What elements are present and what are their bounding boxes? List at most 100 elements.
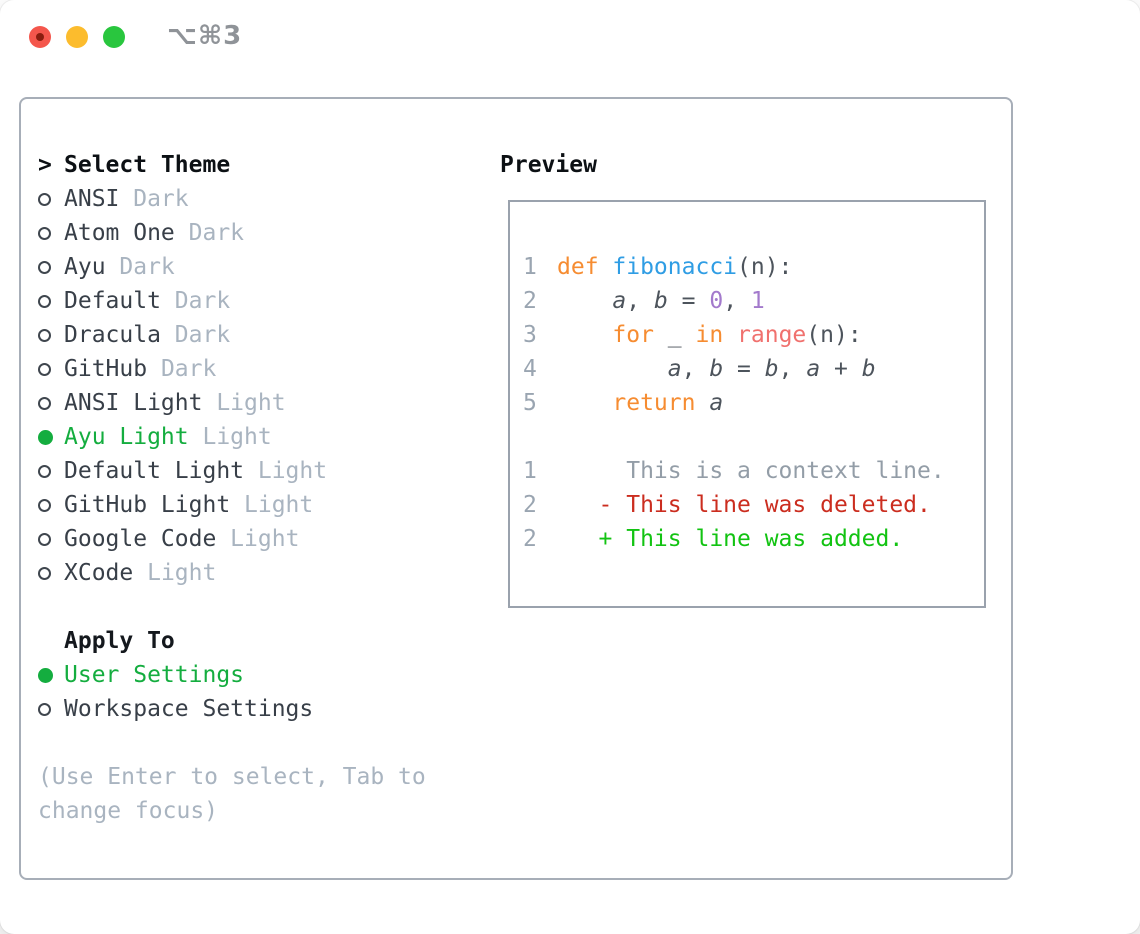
option-label: Default xyxy=(64,288,161,314)
option-label: GitHub xyxy=(64,356,148,382)
line-number: 5 xyxy=(523,390,537,416)
radio-icon xyxy=(38,396,64,410)
apply-option[interactable]: Workspace Settings xyxy=(38,692,426,726)
token-kw: for xyxy=(612,322,654,348)
preview-label: Preview xyxy=(500,152,597,178)
token-var: a xyxy=(806,356,821,382)
option-label: Workspace Settings xyxy=(64,696,314,722)
code-line: 2 a, b = 0, 1 xyxy=(523,284,984,318)
theme-variant-tag: Light xyxy=(244,458,328,484)
token-tx xyxy=(557,356,668,382)
option-label: Default Light xyxy=(64,458,245,484)
blank-line xyxy=(523,420,984,454)
option-label: User Settings xyxy=(64,662,245,688)
code-line: 5 return a xyxy=(523,386,984,420)
radio-icon xyxy=(38,260,64,274)
token-ctx: This is a context line. xyxy=(557,458,945,484)
option-label: Google Code xyxy=(64,526,217,552)
option-label: ANSI Light xyxy=(64,390,203,416)
theme-variant-tag: Dark xyxy=(160,322,231,348)
line-number: 2 xyxy=(523,492,537,518)
theme-variant-tag: Light xyxy=(202,390,286,416)
theme-item[interactable]: XCode Light xyxy=(38,556,426,590)
theme-variant-tag: Dark xyxy=(105,254,175,280)
traffic-lights xyxy=(29,26,125,48)
theme-item[interactable]: Ayu Dark xyxy=(38,250,426,284)
token-tx: , xyxy=(681,356,710,382)
select-theme-title: Select Theme xyxy=(64,152,231,178)
line-number: 1 xyxy=(523,458,537,484)
theme-item[interactable]: Dracula Dark xyxy=(38,318,426,352)
radio-icon xyxy=(38,362,64,376)
token-tx: + xyxy=(820,356,862,382)
code-line: 3 for _ in range(n): xyxy=(523,318,984,352)
minimize-button[interactable] xyxy=(66,26,88,48)
token-kw: in xyxy=(695,322,724,348)
theme-item[interactable]: Atom One Dark xyxy=(38,216,426,250)
token-var: b xyxy=(653,288,668,314)
option-label: Ayu xyxy=(64,254,106,280)
theme-variant-tag: Dark xyxy=(160,288,231,314)
line-number: 2 xyxy=(523,288,537,314)
theme-item[interactable]: Ayu Light Light xyxy=(38,420,426,454)
option-label: Ayu Light xyxy=(64,424,189,450)
token-tx: _ xyxy=(653,322,696,348)
diff-added-line: 2 + This line was added. xyxy=(523,522,984,556)
token-num: 1 xyxy=(750,288,765,314)
line-number: 2 xyxy=(523,526,537,552)
close-button[interactable] xyxy=(29,26,51,48)
theme-item[interactable]: Default Light Light xyxy=(38,454,426,488)
token-tx: = xyxy=(723,356,765,382)
radio-icon xyxy=(38,226,64,240)
token-var: b xyxy=(764,356,779,382)
theme-variant-tag: Dark xyxy=(174,220,245,246)
diff-deleted-line: 2 - This line was deleted. xyxy=(523,488,984,522)
option-label: Atom One xyxy=(64,220,175,246)
option-label: ANSI xyxy=(64,186,120,212)
option-label: GitHub Light xyxy=(64,492,231,518)
theme-item[interactable]: GitHub Dark xyxy=(38,352,426,386)
token-num: 0 xyxy=(709,288,724,314)
token-tx xyxy=(557,288,612,314)
apply-to-title: Apply To xyxy=(64,628,175,654)
token-var: a xyxy=(667,356,682,382)
apply-option[interactable]: User Settings xyxy=(38,658,426,692)
theme-variant-tag: Light xyxy=(188,424,272,450)
theme-variant-tag: Dark xyxy=(119,186,189,212)
token-tx: , xyxy=(626,288,654,314)
token-add: + This line was added. xyxy=(557,526,904,552)
theme-item[interactable]: Default Dark xyxy=(38,284,426,318)
hint-line-2: change focus) xyxy=(38,798,219,824)
hint-text: (Use Enter to select, Tab to change focu… xyxy=(38,760,426,828)
token-tx xyxy=(723,322,737,348)
token-del: - This line was deleted. xyxy=(557,492,931,518)
token-tx: = xyxy=(667,288,710,314)
theme-item[interactable]: GitHub Light Light xyxy=(38,488,426,522)
theme-variant-tag: Light xyxy=(230,492,314,518)
select-theme-title-row: > Select Theme xyxy=(38,148,426,182)
prompt-icon: > xyxy=(38,152,52,178)
apply-to-title-row: Apply To xyxy=(38,624,426,658)
radio-icon xyxy=(38,702,64,716)
radio-selected-icon xyxy=(38,667,64,683)
token-var: b xyxy=(861,356,876,382)
token-tx xyxy=(557,322,612,348)
radio-selected-icon xyxy=(38,429,64,445)
radio-icon xyxy=(38,294,64,308)
theme-item[interactable]: ANSI Dark xyxy=(38,182,426,216)
option-label: Dracula xyxy=(64,322,161,348)
theme-item[interactable]: ANSI Light Light xyxy=(38,386,426,420)
zoom-button[interactable] xyxy=(103,26,125,48)
token-call: range xyxy=(737,322,807,348)
theme-item[interactable]: Google Code Light xyxy=(38,522,426,556)
hint-line-1: (Use Enter to select, Tab to xyxy=(38,764,426,790)
diff-context-line: 1 This is a context line. xyxy=(523,454,984,488)
token-tx xyxy=(557,390,612,416)
